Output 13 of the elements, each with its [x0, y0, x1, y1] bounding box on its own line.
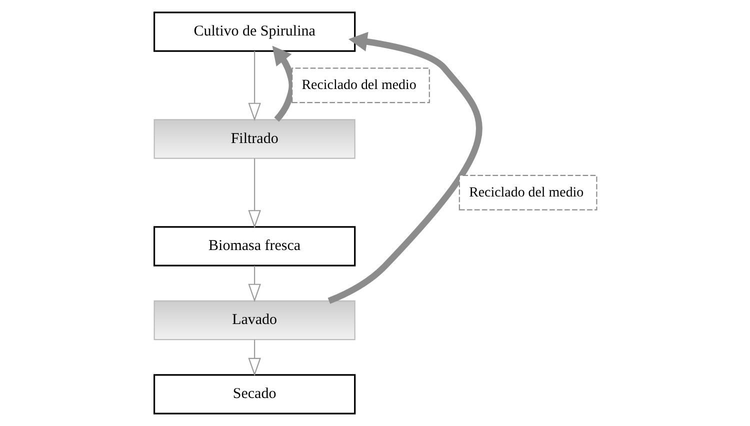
- arrow: [248, 51, 260, 122]
- arrow: [248, 158, 260, 228]
- node-box: Cultivo de Spirulina: [152, 12, 356, 52]
- edge-label: Reciclado del medio: [301, 78, 416, 94]
- arrow: [272, 46, 295, 122]
- node-box: Lavado: [153, 300, 355, 340]
- arrow: [248, 340, 260, 376]
- arrow: [327, 32, 482, 304]
- node-box: Filtrado: [153, 119, 355, 159]
- node-box: Secado: [152, 374, 356, 414]
- arrow: [248, 266, 260, 302]
- edge-label: Reciclado del medio: [468, 185, 584, 200]
- node-box: Biomasa fresca: [152, 226, 356, 266]
